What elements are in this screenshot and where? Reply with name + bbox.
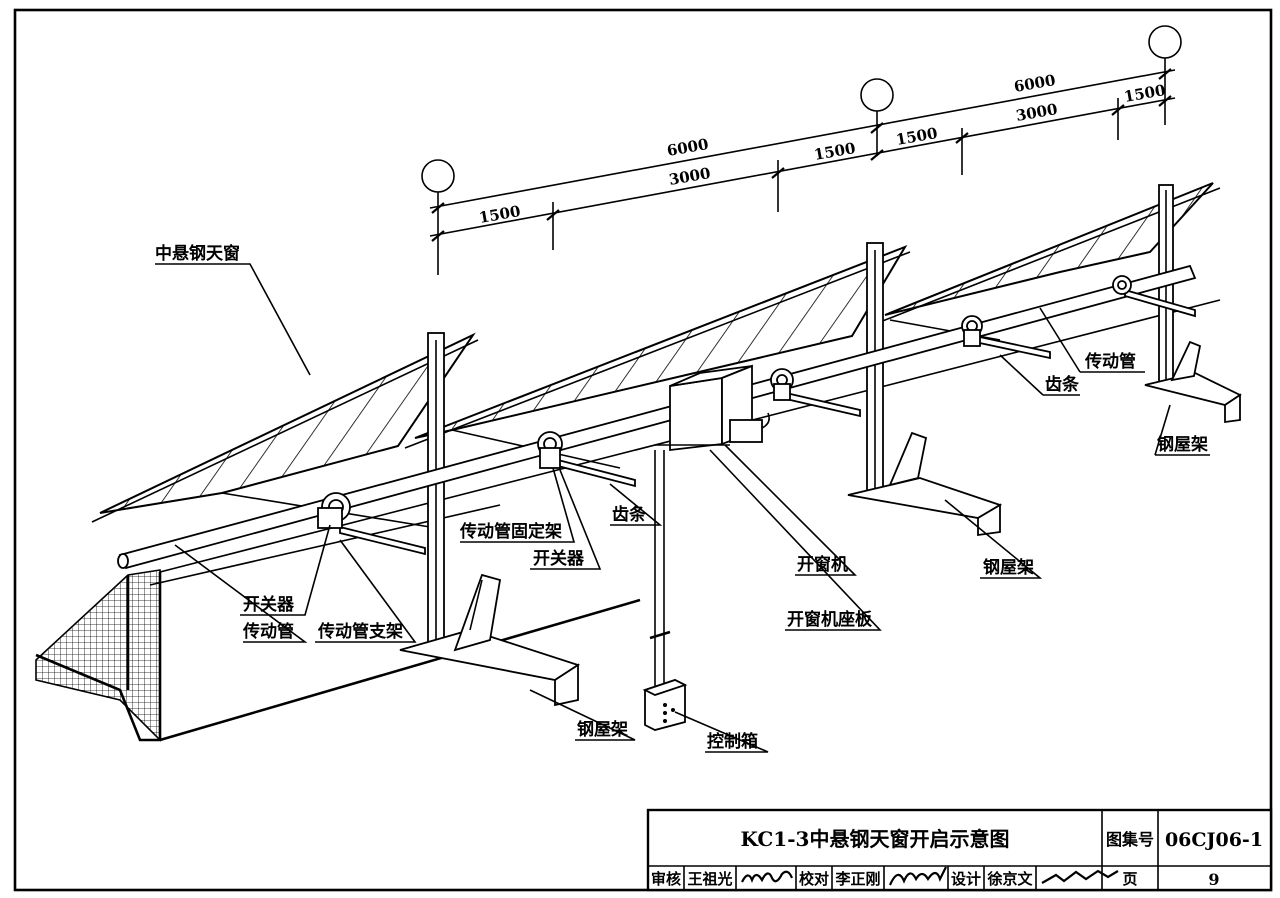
posts [427, 184, 1174, 646]
axis-markers [421, 25, 1182, 275]
label-window-opener: 开窗机 [797, 554, 848, 575]
label-tube-support: 传动管支架 [317, 621, 403, 642]
drawing-title: KC1-3中悬钢天窗开启示意图 [741, 827, 1010, 851]
label-switch-left: 开关器 [243, 594, 295, 615]
designer-name: 徐京文 [986, 870, 1033, 888]
switch-clamps [317, 275, 1132, 529]
label-rack-mid: 齿条 [612, 504, 647, 525]
label-drive-tube-right: 传动管 [1084, 351, 1136, 372]
skylight-sashes [91, 182, 1221, 528]
truss-bases [399, 340, 1242, 707]
atlas-number: 06CJ06-1 [1165, 829, 1263, 851]
dim-left-edge: 1500 [478, 202, 522, 227]
label-opener-base-plate: 开窗机座板 [787, 609, 873, 630]
label-skylight: 中悬钢天窗 [155, 243, 240, 264]
title-block: KC1-3中悬钢天窗开启示意图 图集号 06CJ06-1 页 9 审核 王祖光 … [646, 808, 1273, 892]
label-roof-truss-mid: 钢屋架 [983, 557, 1034, 578]
drawing-frame [13, 8, 1273, 892]
reviewer-name: 王祖光 [687, 870, 732, 888]
label-roof-truss-left: 钢屋架 [577, 719, 628, 740]
dim-center-right: 1500 [895, 124, 939, 149]
design-label: 设计 [951, 870, 981, 888]
atlas-label: 图集号 [1106, 830, 1154, 849]
checker-name: 李正刚 [834, 870, 880, 888]
label-drive-tube-left: 传动管 [242, 621, 294, 642]
dim-center-left: 1500 [813, 139, 857, 164]
dim-left-total: 6000 [666, 135, 710, 160]
reviewer-signature [741, 870, 794, 883]
designer-signature [1041, 869, 1119, 884]
review-label: 审核 [651, 870, 681, 888]
callout-labels: 中悬钢天窗 传动管 齿条 钢屋架 传动管固定架 开关器 齿条 开窗机 钢屋架 开… [155, 243, 1208, 752]
label-roof-truss-right: 钢屋架 [1157, 434, 1208, 455]
check-label: 校对 [799, 870, 829, 888]
leader-lines [155, 263, 1210, 753]
racks [339, 288, 1196, 556]
page-number: 9 [1208, 870, 1219, 889]
checker-signature [888, 866, 947, 886]
page-label: 页 [1122, 870, 1137, 888]
dimension-lines [429, 68, 1176, 250]
dim-right-edge: 1500 [1123, 81, 1167, 106]
label-control-box: 控制箱 [707, 731, 758, 752]
window-opener [649, 364, 770, 690]
label-rack-right: 齿条 [1045, 374, 1080, 395]
dimension-texts: 6000 3000 1500 1500 1500 3000 6000 1500 [478, 71, 1167, 227]
label-tube-fixing-frame: 传动管固定架 [459, 521, 562, 542]
label-switch-mid: 开关器 [533, 548, 585, 569]
control-box [642, 679, 688, 731]
dim-right-total: 6000 [1013, 71, 1057, 96]
